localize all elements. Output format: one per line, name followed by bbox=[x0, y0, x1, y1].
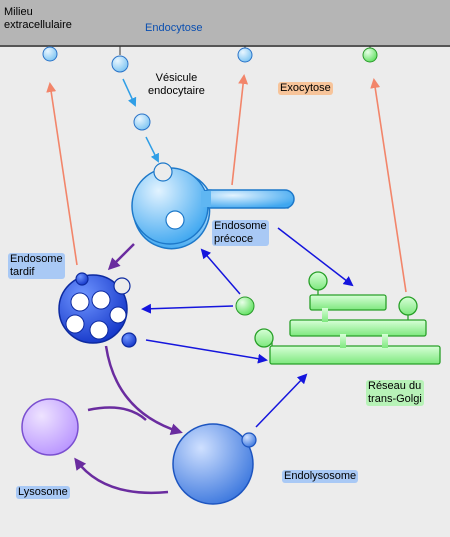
vesicle-fusing-right bbox=[362, 46, 378, 63]
label-endosome-tardif: Endosome tardif bbox=[8, 253, 65, 279]
arrow-endolysosome-to-lysosome bbox=[74, 457, 169, 494]
arrow-lysosome-to-endolysosome bbox=[87, 406, 147, 421]
label-lysosome: Lysosome bbox=[16, 486, 70, 499]
late-endosome bbox=[58, 272, 137, 348]
early-endosome bbox=[131, 162, 295, 250]
label-endosome-precoce: Endosome précoce bbox=[212, 220, 269, 246]
lysosome bbox=[21, 398, 79, 456]
arrow-tardif-to-golgi bbox=[145, 339, 268, 364]
label-exocytose: Exocytose bbox=[278, 82, 333, 95]
arrow-green-vesicle-to-precoce bbox=[200, 248, 241, 295]
exocytosis-arrow-precoce bbox=[231, 74, 249, 186]
label-endocytose: Endocytose bbox=[145, 22, 203, 34]
transport-vesicle-green bbox=[235, 296, 255, 316]
exocytosis-arrow-tardif bbox=[46, 82, 78, 266]
vesicle-budding-endocytosis bbox=[111, 46, 129, 73]
arrow-precoce-to-golgi bbox=[277, 227, 354, 287]
arrow-tardif-to-endolysosome bbox=[104, 345, 183, 436]
label-trans-golgi: Réseau du trans-Golgi bbox=[366, 380, 424, 406]
exocytosis-arrow-golgi bbox=[370, 78, 407, 293]
vesicle-fusing-left bbox=[42, 46, 58, 62]
extracellular-band bbox=[0, 0, 450, 46]
vesicle-fusing-middle bbox=[237, 46, 253, 63]
trans-golgi-network bbox=[254, 271, 441, 365]
label-vesicule-endocytaire: Vésicule endocytaire bbox=[148, 72, 205, 97]
endolysosome bbox=[172, 423, 257, 505]
label-endolysosome: Endolysosome bbox=[282, 470, 359, 483]
arrow-green-vesicle-to-tardif bbox=[141, 303, 234, 314]
endocytic-arrow-1 bbox=[122, 78, 137, 107]
label-extracellular: Milieu extracellulaire bbox=[4, 6, 72, 31]
endocytic-vesicle bbox=[133, 113, 151, 131]
arrow-precoce-to-tardif bbox=[107, 243, 135, 271]
arrow-endolysosome-to-golgi bbox=[255, 373, 308, 428]
endocytic-arrow-2 bbox=[145, 136, 159, 163]
